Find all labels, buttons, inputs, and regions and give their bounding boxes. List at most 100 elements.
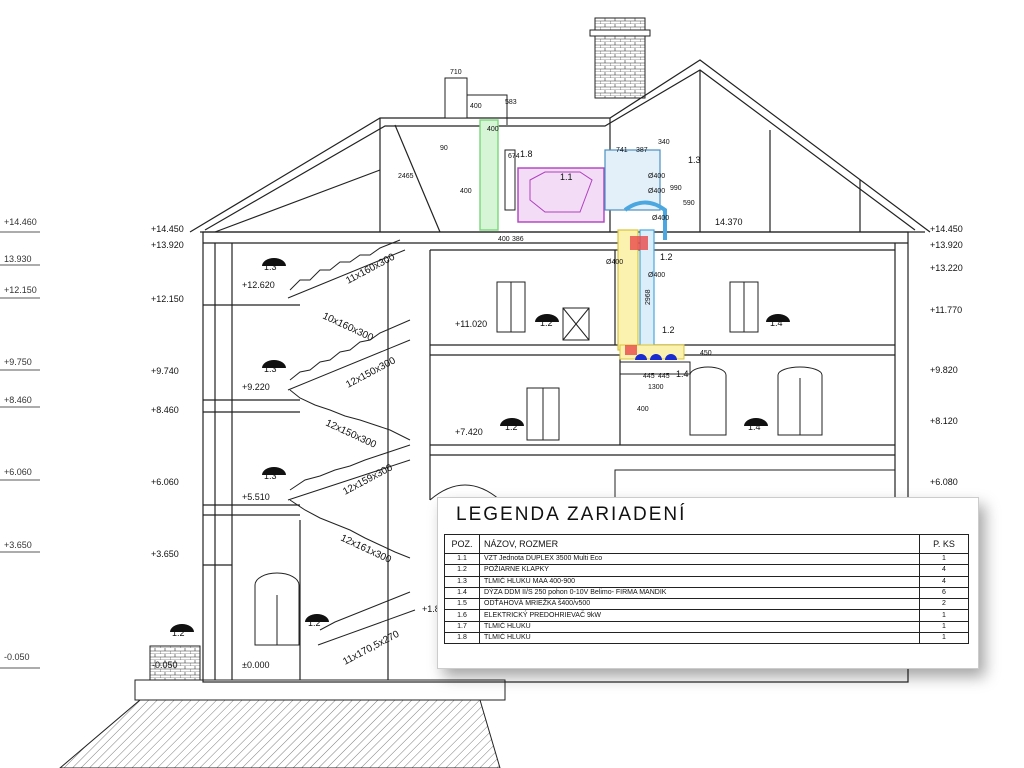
legend-ks: 2	[919, 598, 969, 611]
svg-text:+13.920: +13.920	[151, 240, 184, 250]
svg-text:+9.740: +9.740	[151, 366, 179, 376]
svg-text:741: 741	[616, 147, 628, 154]
legend-pos: 1.7	[444, 620, 480, 634]
svg-text:+7.420: +7.420	[455, 427, 483, 437]
svg-text:1.2: 1.2	[662, 325, 675, 335]
svg-text:+14.460: +14.460	[4, 217, 37, 227]
svg-text:710: 710	[450, 69, 462, 76]
legend-ks: 1	[919, 552, 969, 566]
svg-text:+9.220: +9.220	[242, 382, 270, 392]
svg-text:+6.060: +6.060	[4, 467, 32, 477]
svg-text:Ø400: Ø400	[652, 215, 669, 222]
svg-text:+3.650: +3.650	[151, 549, 179, 559]
doors-windows	[254, 281, 895, 646]
legend-name: ELEKTRICKÝ PREDOHRIEVAČ 9kW	[479, 609, 920, 622]
ground-hatch	[59, 645, 506, 768]
door-ground	[254, 572, 300, 646]
svg-text:1.1: 1.1	[560, 172, 573, 182]
legend-name: ODŤAHOVÁ MRIEŽKA š400/v500	[479, 598, 920, 611]
legend-name: POŽIARNE KLAPKY	[479, 564, 920, 577]
svg-text:Ø400: Ø400	[648, 173, 665, 180]
room-labels: 1.3 1.3 1.3 1.2 1.2 1.2 1.4 1.2 1.4	[172, 262, 783, 638]
svg-text:12x150x300: 12x150x300	[324, 418, 378, 451]
svg-text:1.4: 1.4	[676, 369, 689, 379]
svg-text:+12.150: +12.150	[151, 294, 184, 304]
vzt-unit	[517, 167, 605, 223]
svg-text:2968: 2968	[645, 289, 652, 305]
svg-text:674: 674	[508, 153, 520, 160]
ventilation-ducts	[444, 77, 691, 375]
svg-text:±0.000: ±0.000	[242, 660, 269, 670]
legend-ks: 1	[919, 620, 969, 634]
legend-pos: 1.2	[444, 564, 480, 577]
svg-text:387: 387	[636, 147, 648, 154]
svg-text:+12.150: +12.150	[4, 285, 37, 295]
svg-text:1.3: 1.3	[264, 262, 277, 272]
legend-header-name: NÁZOV, ROZMER	[479, 534, 920, 554]
legend-ks: 4	[919, 575, 969, 588]
svg-text:1.3: 1.3	[688, 155, 701, 165]
legend-name: TLMIČ HLUKU	[479, 620, 920, 634]
legend-name: TLMIČ HLUKU MAA 400-900	[479, 575, 920, 588]
legend-name: TLMIČ HLUKU	[479, 632, 920, 645]
svg-text:-0.050: -0.050	[4, 652, 30, 662]
svg-text:1.2: 1.2	[172, 628, 185, 638]
svg-text:Ø400: Ø400	[648, 272, 665, 279]
svg-text:1.2: 1.2	[540, 318, 553, 328]
svg-text:+13.220: +13.220	[930, 263, 963, 273]
svg-text:1.3: 1.3	[264, 364, 277, 374]
svg-text:+9.820: +9.820	[930, 365, 958, 375]
svg-text:1.8: 1.8	[520, 149, 533, 159]
legend-header-ks: P. KS	[919, 534, 969, 554]
svg-text:400: 400	[637, 406, 649, 413]
svg-text:11x160x300: 11x160x300	[344, 251, 397, 286]
svg-text:13.930: 13.930	[4, 254, 32, 264]
svg-text:+8.460: +8.460	[151, 405, 179, 415]
level-labels-section-left: +14.450 +13.920 +12.150 +9.740 +8.460 +6…	[151, 224, 184, 559]
svg-text:+12.620: +12.620	[242, 280, 275, 290]
svg-text:+8.460: +8.460	[4, 395, 32, 405]
legend-pos: 1.8	[444, 632, 480, 645]
window-middle-right	[777, 366, 823, 436]
legend-header-pos: POZ.	[444, 534, 480, 554]
svg-text:445: 445	[658, 373, 670, 380]
svg-text:450: 450	[700, 350, 712, 357]
svg-text:90: 90	[440, 145, 448, 152]
svg-text:400: 400	[470, 103, 482, 110]
svg-text:990: 990	[670, 185, 682, 192]
svg-text:+9.750: +9.750	[4, 357, 32, 367]
stairs	[287, 239, 416, 646]
svg-text:1.2: 1.2	[308, 618, 321, 628]
legend-panel: LEGENDA ZARIADENÍ POZ. NÁZOV, ROZMER P. …	[437, 497, 979, 669]
svg-text:+14.450: +14.450	[151, 224, 184, 234]
legend-name: VZT Jednota DUPLEX 3500 Multi Eco	[479, 552, 920, 566]
svg-text:+5.510: +5.510	[242, 492, 270, 502]
legend-ks: 6	[919, 586, 969, 600]
svg-text:+1.8: +1.8	[422, 604, 440, 614]
legend-ks: 1	[919, 632, 969, 645]
legend-pos: 1.1	[444, 552, 480, 566]
legend-ks: 1	[919, 609, 969, 622]
svg-text:1.2: 1.2	[505, 422, 518, 432]
svg-text:1.2: 1.2	[660, 252, 673, 262]
level-labels-interior: +12.620 +9.220 +5.510 +11.020 +7.420 -0.…	[152, 280, 487, 670]
svg-text:1.4: 1.4	[748, 422, 761, 432]
svg-text:400: 400	[498, 236, 510, 243]
svg-text:+11.020: +11.020	[455, 319, 487, 329]
chimney	[589, 17, 651, 99]
legend-header-row: POZ. NÁZOV, ROZMER P. KS	[444, 534, 969, 554]
legend-ks: 4	[919, 564, 969, 577]
svg-text:14.370: 14.370	[715, 217, 743, 227]
svg-text:590: 590	[683, 200, 695, 207]
svg-text:583: 583	[505, 99, 517, 106]
